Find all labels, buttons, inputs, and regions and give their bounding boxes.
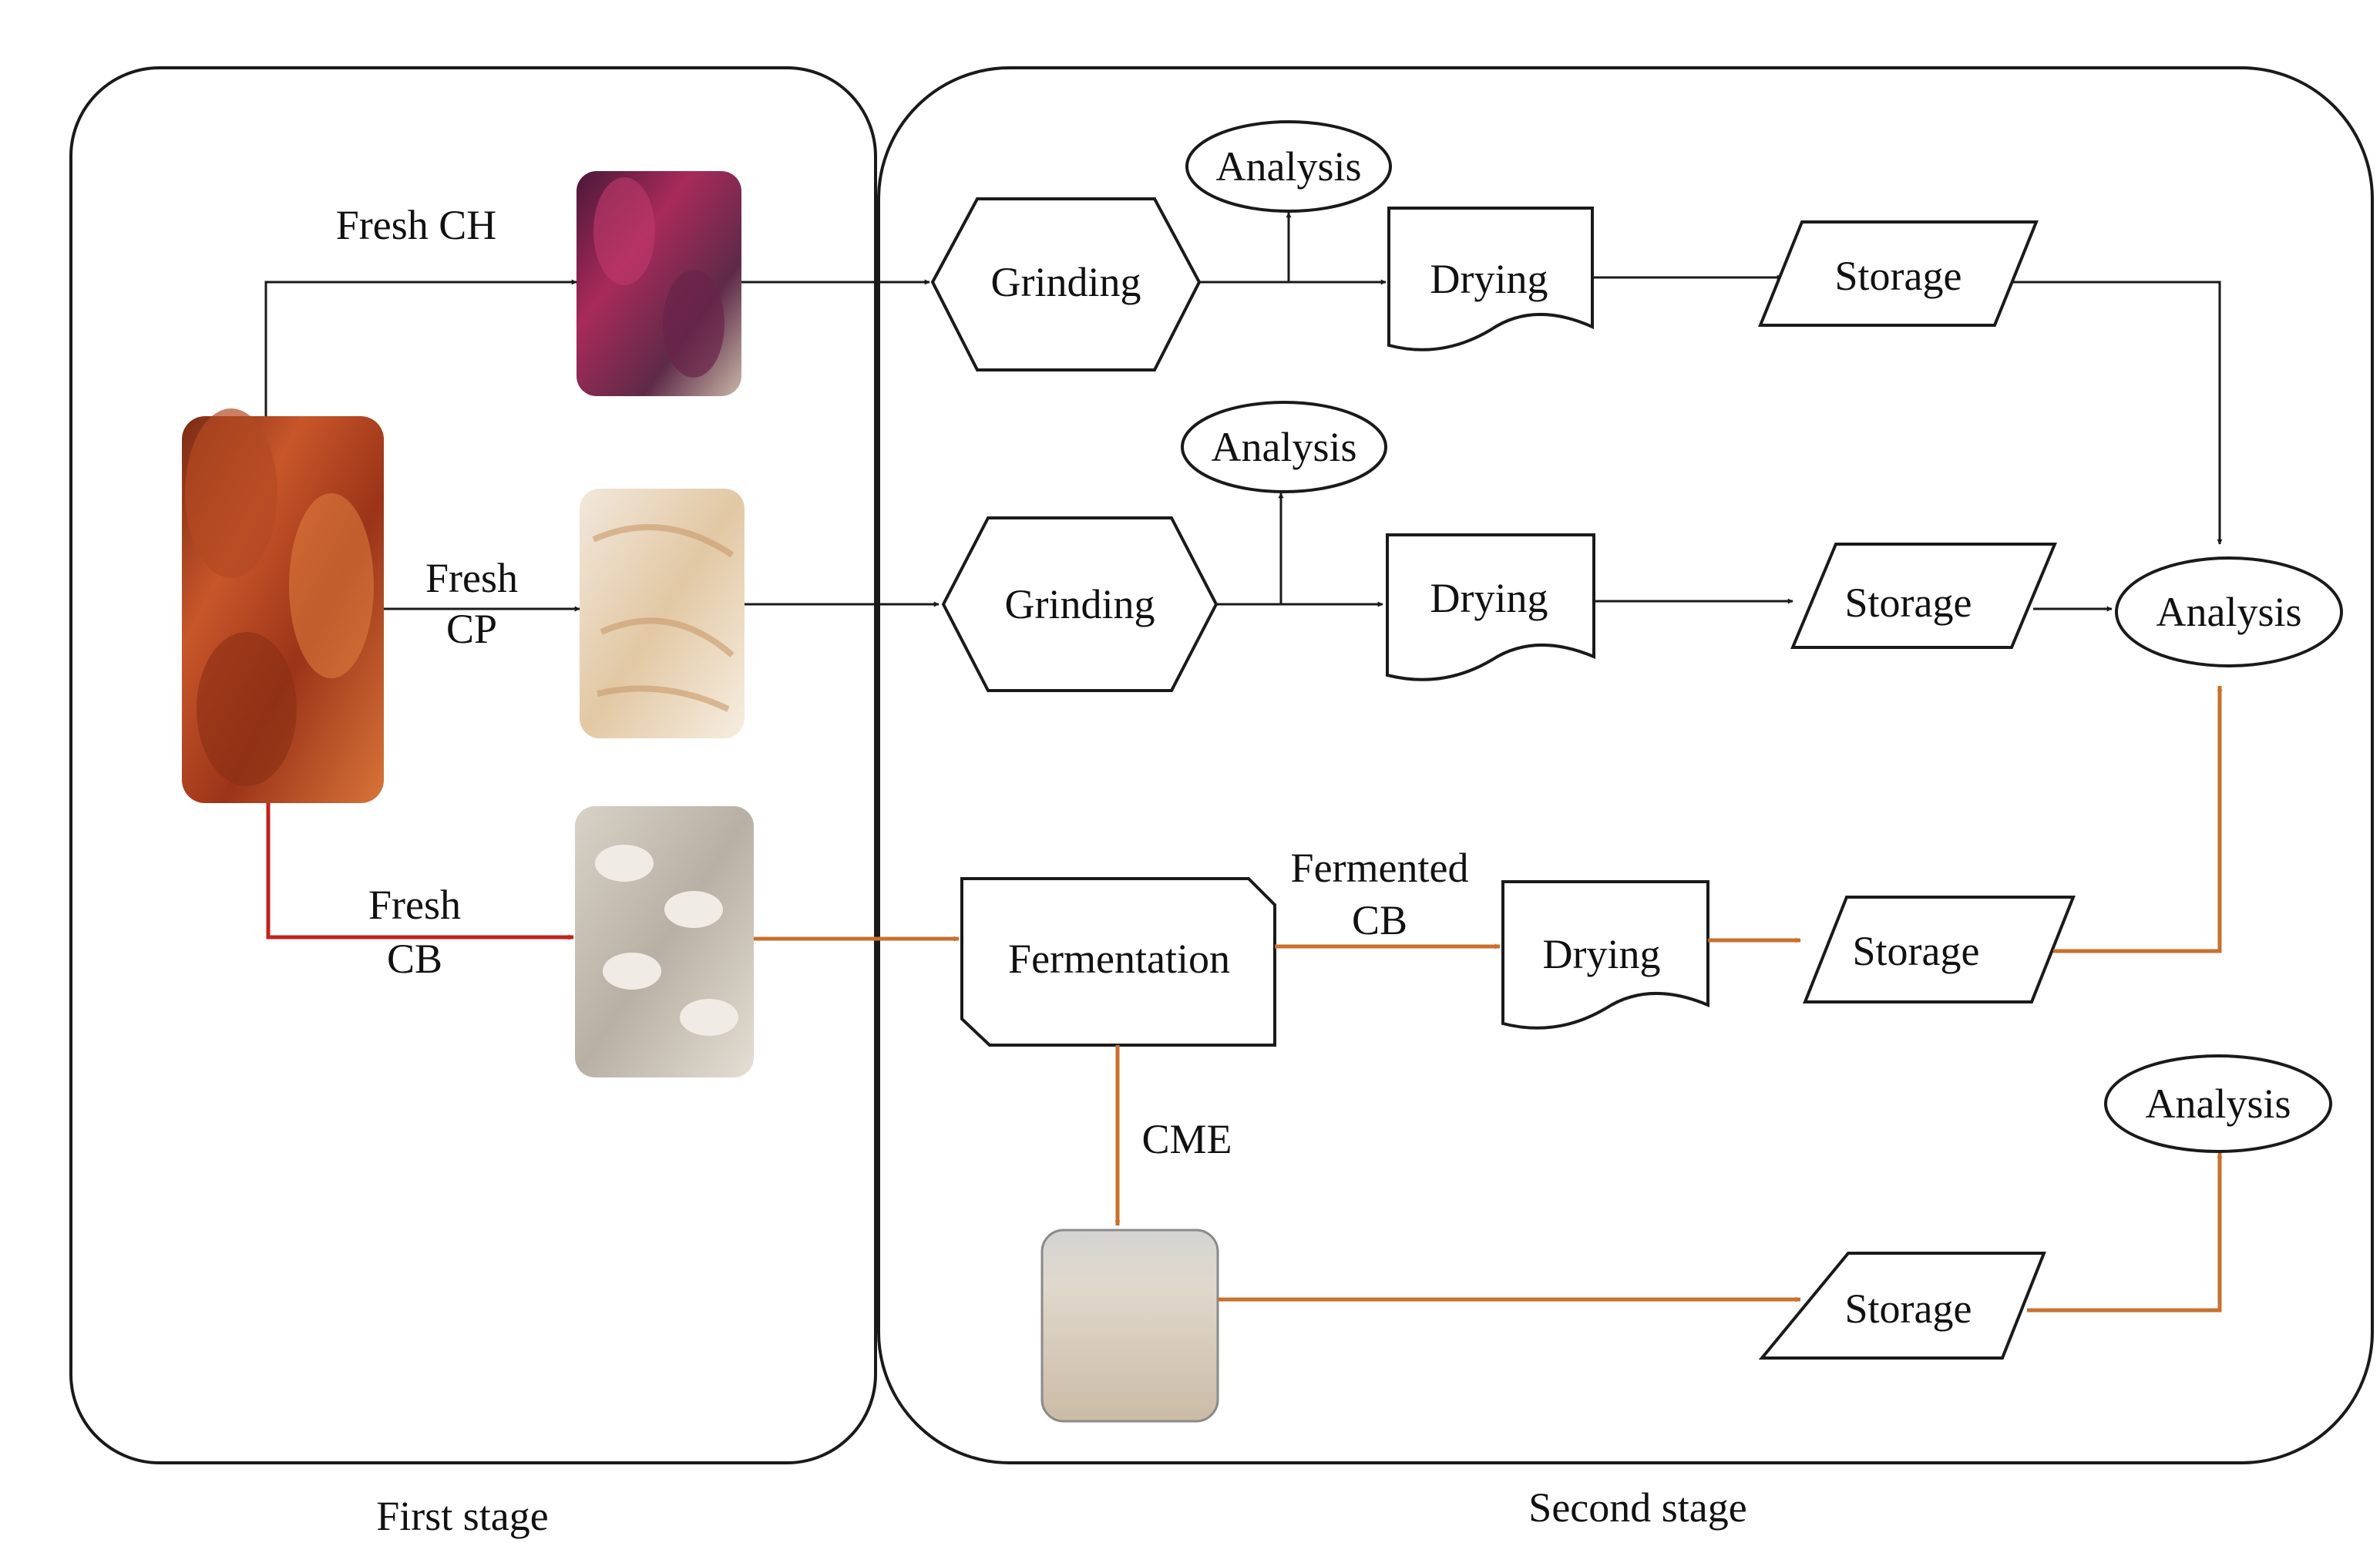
edge-storage-3-to-analysis: [2053, 685, 2223, 953]
analysis-node-4: Analysis: [2104, 1054, 2332, 1153]
cacao-beans-photo: [575, 806, 754, 1077]
svg-text:Storage: Storage: [1835, 253, 1962, 299]
storage-node-2: Storage: [1790, 543, 2058, 649]
svg-text:Grinding: Grinding: [991, 259, 1141, 305]
cacao-husk-photo: [577, 171, 741, 396]
svg-text:Drying: Drying: [1430, 256, 1548, 302]
second-stage-frame: [877, 66, 2374, 1464]
storage-node-1: Storage: [1758, 220, 2039, 327]
storage-node-4: Storage: [1758, 1252, 2046, 1360]
first-stage-frame: [69, 66, 877, 1464]
svg-text:Grinding: Grinding: [1005, 581, 1155, 627]
svg-text:Storage: Storage: [1845, 580, 1972, 626]
cacao-pods-photo: [182, 408, 384, 803]
svg-text:Analysis: Analysis: [1216, 143, 1362, 190]
grinding-node-2: Grinding: [941, 516, 1219, 692]
edge-storage-1-to-analysis: [2013, 281, 2223, 545]
svg-text:Analysis: Analysis: [2156, 589, 2302, 635]
grinding-node-1: Grinding: [930, 197, 1202, 371]
fermentation-node: Fermentation: [960, 877, 1276, 1047]
svg-text:Drying: Drying: [1543, 931, 1661, 977]
edge-pods-to-husk: [264, 279, 577, 416]
svg-text:Storage: Storage: [1845, 1286, 1972, 1332]
cacao-pulp-photo: [580, 489, 745, 738]
fresh-cp-label-2: CP: [446, 606, 497, 652]
fresh-cp-label-1: Fresh: [425, 555, 518, 601]
second-stage-label: Second stage: [1528, 1484, 1746, 1531]
svg-text:Drying: Drying: [1430, 575, 1548, 621]
storage-node-3: Storage: [1803, 896, 2076, 1003]
svg-text:Analysis: Analysis: [1212, 424, 1357, 470]
svg-text:Fermentation: Fermentation: [1008, 936, 1230, 982]
mucilage-exudate-photo: [1040, 1229, 1219, 1423]
fresh-ch-label: Fresh CH: [336, 202, 497, 248]
edge-storage-4-to-analysis: [2027, 1152, 2223, 1313]
analysis-node-1: Analysis: [1185, 120, 1392, 213]
fresh-cb-label-2: CB: [387, 936, 442, 982]
fermented-cb-label-1: Fermented: [1291, 845, 1469, 891]
svg-text:Storage: Storage: [1853, 928, 1980, 974]
drying-node-3: Drying: [1501, 880, 1709, 1030]
drying-node-2: Drying: [1386, 533, 1595, 681]
svg-text:Analysis: Analysis: [2146, 1081, 2291, 1127]
first-stage-label: First stage: [376, 1493, 549, 1539]
cme-label: CME: [1141, 1116, 1232, 1162]
analysis-node-main: Analysis: [2115, 556, 2343, 667]
edge-pods-to-beans: [266, 803, 574, 940]
fermented-cb-label-2: CB: [1352, 897, 1407, 943]
fresh-cb-label-1: Fresh: [368, 882, 461, 928]
drying-node-1: Drying: [1387, 207, 1594, 351]
analysis-node-2: Analysis: [1181, 401, 1387, 493]
